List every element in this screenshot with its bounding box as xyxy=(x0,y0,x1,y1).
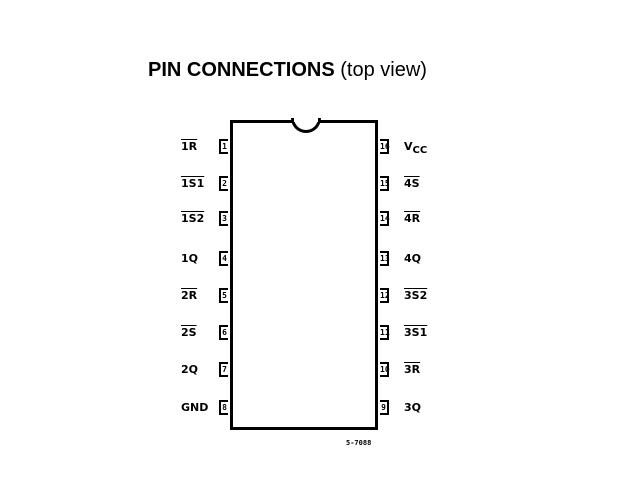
pin-number: 13 xyxy=(380,254,390,263)
pin-label-text: 4S xyxy=(404,177,420,190)
pin-number: 14 xyxy=(380,214,390,223)
pin-number: 8 xyxy=(222,403,227,412)
pin-12: 12 xyxy=(380,288,390,303)
pin-number: 2 xyxy=(222,179,227,188)
pin-label-6: 2S xyxy=(181,326,197,339)
pin-label-text: 4R xyxy=(404,212,421,225)
pin-label-text: V xyxy=(404,140,413,153)
pin-number: 12 xyxy=(380,291,390,300)
title-view: (top view) xyxy=(340,59,427,81)
pin-label-9: 3Q xyxy=(404,401,421,414)
pin-label-12: 3S2 xyxy=(404,289,427,302)
pin-label-7: 2Q xyxy=(181,363,198,376)
pin-8: 8 xyxy=(219,400,228,415)
pin-number: 9 xyxy=(381,403,386,412)
pin-7: 7 xyxy=(219,362,228,377)
pin-2: 2 xyxy=(219,176,228,191)
pin-number: 3 xyxy=(222,214,227,223)
pin-number: 10 xyxy=(380,365,390,374)
pin-label-16: VCC xyxy=(404,140,428,156)
pin-number: 16 xyxy=(380,142,390,151)
pin-label-11: 3S1 xyxy=(404,326,427,339)
pin-label-2: 1S1 xyxy=(181,177,204,190)
pin-label-text: 1R xyxy=(181,140,198,153)
pin-label-8: GND xyxy=(181,401,208,414)
pin-label-14: 4R xyxy=(404,212,420,225)
pin-label-text: 3Q xyxy=(404,401,422,414)
pin-label-text: 1S2 xyxy=(181,212,205,225)
pin-16: 16 xyxy=(380,139,390,154)
pin-4: 4 xyxy=(219,251,228,266)
pin-number: 1 xyxy=(222,142,227,151)
pin-number: 7 xyxy=(222,365,227,374)
pin-3: 3 xyxy=(219,211,228,226)
pin-number: 15 xyxy=(380,179,390,188)
pin-number: 5 xyxy=(222,291,227,300)
ic-package-body xyxy=(230,120,378,430)
pin-label-text: 3S2 xyxy=(404,289,428,302)
pin-number: 4 xyxy=(222,254,227,263)
pin-label-text: 3S1 xyxy=(404,326,428,339)
pin-number: 11 xyxy=(380,328,390,337)
pin-15: 15 xyxy=(380,176,390,191)
pin-label-10: 3R xyxy=(404,363,420,376)
pin-label-15: 4S xyxy=(404,177,420,190)
pin-label-text: 4Q xyxy=(404,252,422,265)
pin-1: 1 xyxy=(219,139,228,154)
pin-label-1: 1R xyxy=(181,140,197,153)
pin-label-text: 2R xyxy=(181,289,198,302)
notch-cover xyxy=(294,117,318,122)
pin-number: 6 xyxy=(222,328,227,337)
drawing-code: 5-7088 xyxy=(346,439,372,447)
pin-label-text: 2S xyxy=(181,326,197,339)
pin-5: 5 xyxy=(219,288,228,303)
pin-13: 13 xyxy=(380,251,390,266)
pin-label-5: 2R xyxy=(181,289,197,302)
pin-11: 11 xyxy=(380,325,390,340)
pin-label-13: 4Q xyxy=(404,252,421,265)
pin-6: 6 xyxy=(219,325,228,340)
pin-label-text: 1S1 xyxy=(181,177,205,190)
title-main: PIN CONNECTIONS xyxy=(148,59,335,81)
pin-14: 14 xyxy=(380,211,390,226)
pin-label-text: 2Q xyxy=(181,363,199,376)
diagram-title: PIN CONNECTIONS (top view) xyxy=(148,59,427,82)
pin-label-3: 1S2 xyxy=(181,212,204,225)
pin-label-subscript: CC xyxy=(412,145,428,156)
pin-label-text: GND xyxy=(181,401,209,414)
pin-10: 10 xyxy=(380,362,390,377)
pin-9: 9 xyxy=(380,400,389,415)
pin-label-text: 1Q xyxy=(181,252,199,265)
pin-label-text: 3R xyxy=(404,363,421,376)
pin-label-4: 1Q xyxy=(181,252,198,265)
